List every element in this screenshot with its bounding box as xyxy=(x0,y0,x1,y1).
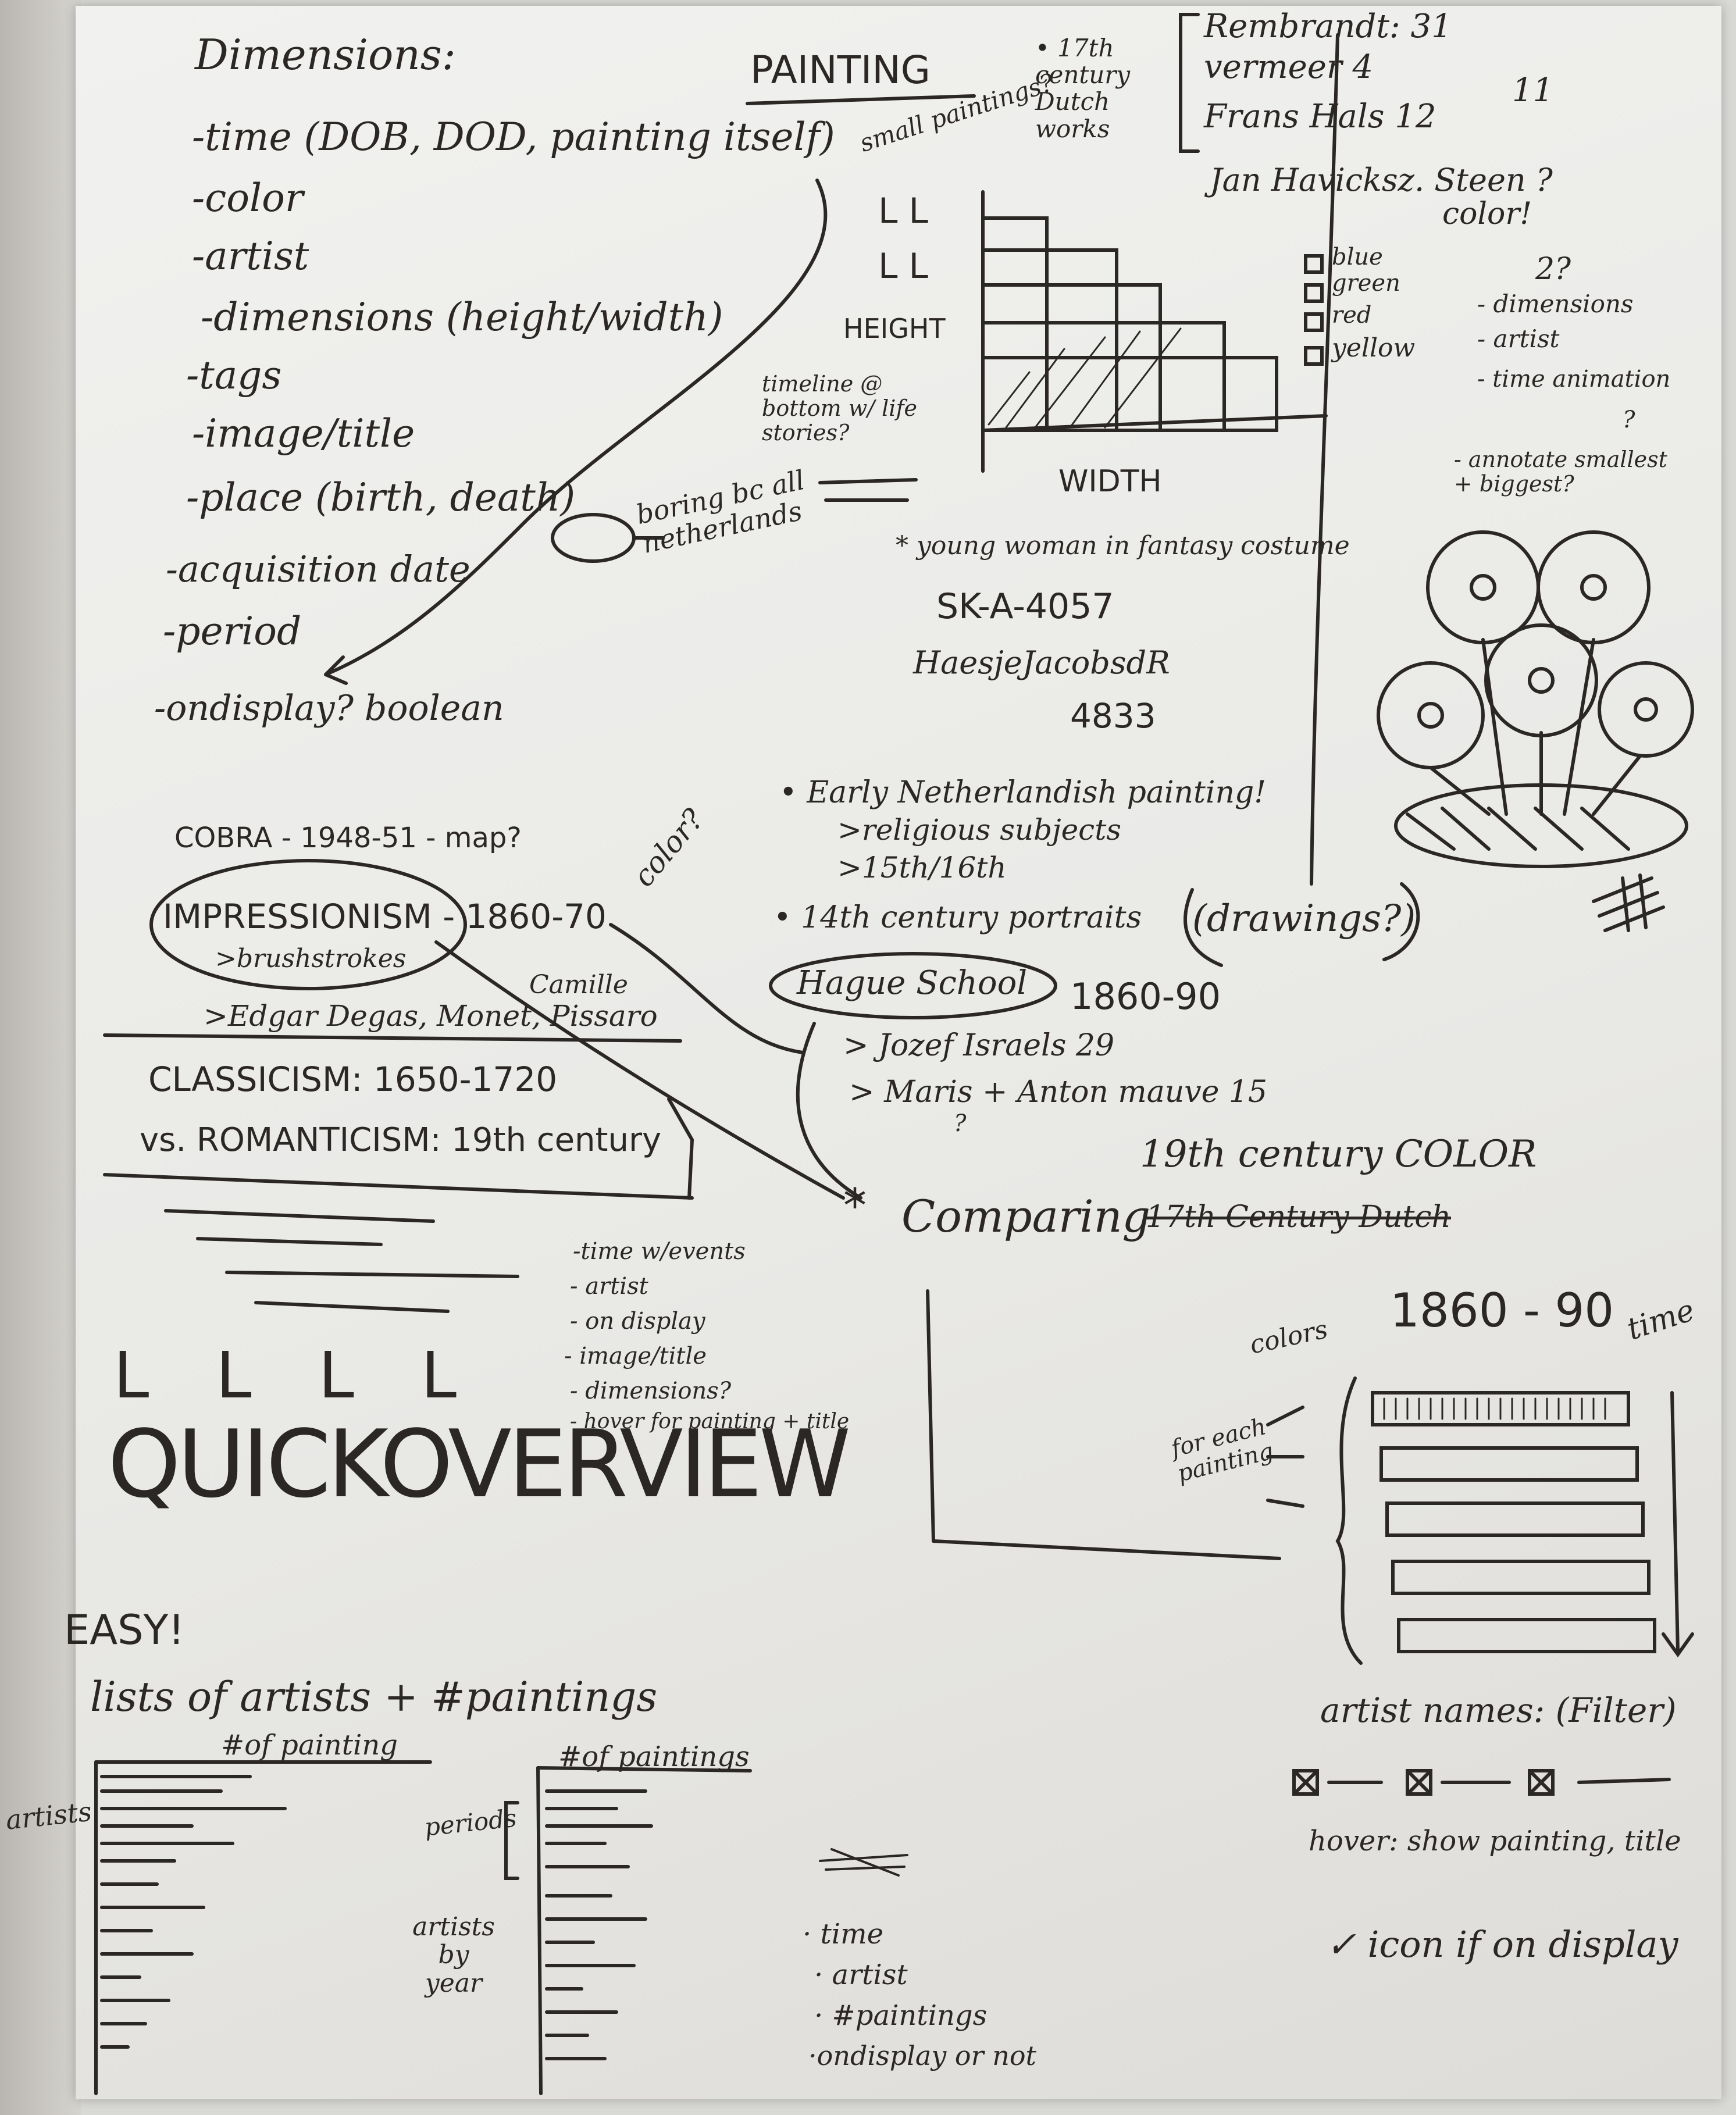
dimension-item-artist: -artist xyxy=(192,234,309,279)
artists-by-year-label: artists by year xyxy=(412,1912,495,1998)
maris-question: ? xyxy=(954,1110,967,1137)
comparing-over: 19th century COLOR xyxy=(1140,1133,1537,1176)
quick-letters: L L L L xyxy=(113,1338,480,1413)
right-list-artist: - artist xyxy=(1477,324,1560,353)
camille-note: Camille xyxy=(529,970,628,1000)
artist-rembrandt: Rembrandt: 31 xyxy=(1204,8,1452,45)
maris-mauve: > Maris + Anton mauve 15 xyxy=(849,1075,1268,1110)
dimensions-heading: Dimensions: xyxy=(195,30,456,79)
painting-id-1: SK-A-4057 xyxy=(936,586,1114,627)
comparing-label: Comparing xyxy=(901,1190,1151,1242)
dimension-item-tags: -tags xyxy=(186,353,282,398)
religious-subjects: >religious subjects xyxy=(837,813,1121,847)
easy-bullet-time: · time xyxy=(803,1918,884,1950)
quick-item-dimensions: - dimensions? xyxy=(570,1378,732,1404)
right-list-question: ? xyxy=(1623,406,1635,433)
painters-note: >Edgar Degas, Monet, Pissaro xyxy=(204,999,658,1033)
artist-count-11: 11 xyxy=(1512,72,1554,109)
quick-item-image-title: - image/title xyxy=(564,1343,707,1369)
dimension-item-acquisition: -acquisition date xyxy=(166,548,470,590)
dimension-item-period: -period xyxy=(163,609,302,654)
impressionism-note: IMPRESSIONISM - 1860-70 xyxy=(163,897,607,936)
easy-bullet-paintings: · #paintings xyxy=(814,1999,988,2032)
paintings-header-2: #of paintings xyxy=(558,1740,750,1773)
early-netherlandish: • Early Netherlandish painting! xyxy=(779,775,1267,810)
painting-title: PAINTING xyxy=(750,48,931,92)
paintings-header-1: #of painting xyxy=(221,1729,398,1761)
question-note: 2? xyxy=(1535,252,1571,287)
dimension-item-on-display: -ondisplay? boolean xyxy=(154,688,504,729)
brushstrokes-note: >brushstrokes xyxy=(215,944,407,973)
classicism-note: CLASSICISM: 1650-1720 xyxy=(148,1060,558,1099)
comparing-struck: 17th Century Dutch xyxy=(1146,1200,1451,1235)
hague-school: Hague School xyxy=(797,964,1028,1002)
painting-id-2: 4833 xyxy=(1070,696,1156,736)
timeline-note: timeline @ bottom w/ life stories? xyxy=(762,371,918,445)
width-label: WIDTH xyxy=(1058,464,1162,499)
quick-item-time: -time w/events xyxy=(573,1238,746,1265)
ll-mark-2: L L xyxy=(878,246,928,287)
highlight-note: * young woman in fantasy costume xyxy=(896,531,1350,561)
easy-title: EASY! xyxy=(64,1606,185,1654)
dimension-item-place: -place (birth, death) xyxy=(186,475,576,520)
color-option-green: green xyxy=(1332,270,1400,297)
color-title: color! xyxy=(1442,197,1532,231)
filter-title: artist names: (Filter) xyxy=(1320,1690,1677,1730)
cobra-note: COBRA - 1948-51 - map? xyxy=(174,822,522,854)
dimension-item-color: -color xyxy=(192,176,304,220)
artist-frans-hals: Frans Hals 12 xyxy=(1204,98,1436,135)
painting-name-2: HaesjeJacobsdR xyxy=(913,644,1170,681)
filter-hover: hover: show painting, title xyxy=(1309,1825,1681,1857)
drawings-note: (drawings?) xyxy=(1192,897,1416,940)
dimension-item-image-title: -image/title xyxy=(192,411,415,456)
right-list-time-animation: - time animation xyxy=(1477,366,1671,393)
comparing-star: * xyxy=(843,1179,867,1233)
quick-item-artist: - artist xyxy=(570,1273,648,1300)
easy-bullet-on-display: ·ondisplay or not xyxy=(808,2040,1037,2071)
paper-sheet xyxy=(76,6,1721,2099)
quick-overview-title: QUICKOVERVIEW xyxy=(108,1410,851,1518)
portraits-note: • 14th century portraits xyxy=(773,900,1142,935)
color-option-blue: blue xyxy=(1332,244,1383,270)
jozef-israels: > Jozef Israels 29 xyxy=(843,1028,1115,1063)
quick-item-hover: - hover for painting + title xyxy=(570,1410,850,1433)
hague-years: 1860-90 xyxy=(1070,975,1221,1018)
artist-jan-steen: Jan Havicksz. Steen ? xyxy=(1210,162,1553,198)
color-option-yellow: yellow xyxy=(1332,333,1416,363)
dimension-item-dimensions: -dimensions (height/width) xyxy=(201,295,723,340)
right-list-dimensions: - dimensions xyxy=(1477,290,1634,318)
right-list-annotate: - annotate smallest + biggest? xyxy=(1454,447,1667,497)
century-15-16: >15th/16th xyxy=(837,851,1007,884)
quick-item-on-display: - on display xyxy=(570,1308,705,1335)
comparing-years: 1860 - 90 xyxy=(1390,1283,1614,1338)
dimension-item-time: -time (DOB, DOD, painting itself) xyxy=(192,115,835,159)
ll-mark-1: L L xyxy=(878,191,928,231)
easy-bullet-artist: · artist xyxy=(814,1959,908,1991)
height-label: HEIGHT xyxy=(843,313,946,344)
easy-subtitle: lists of artists + #paintings xyxy=(90,1673,658,1721)
painting-bullet: • 17th century Dutch works xyxy=(1035,34,1131,143)
background-shadow xyxy=(0,0,81,2115)
color-option-red: red xyxy=(1332,302,1372,329)
artist-vermeer: vermeer 4 xyxy=(1204,48,1374,86)
filter-display: ✓ icon if on display xyxy=(1326,1923,1678,1966)
romanticism-note: vs. ROMANTICISM: 19th century xyxy=(140,1121,662,1159)
